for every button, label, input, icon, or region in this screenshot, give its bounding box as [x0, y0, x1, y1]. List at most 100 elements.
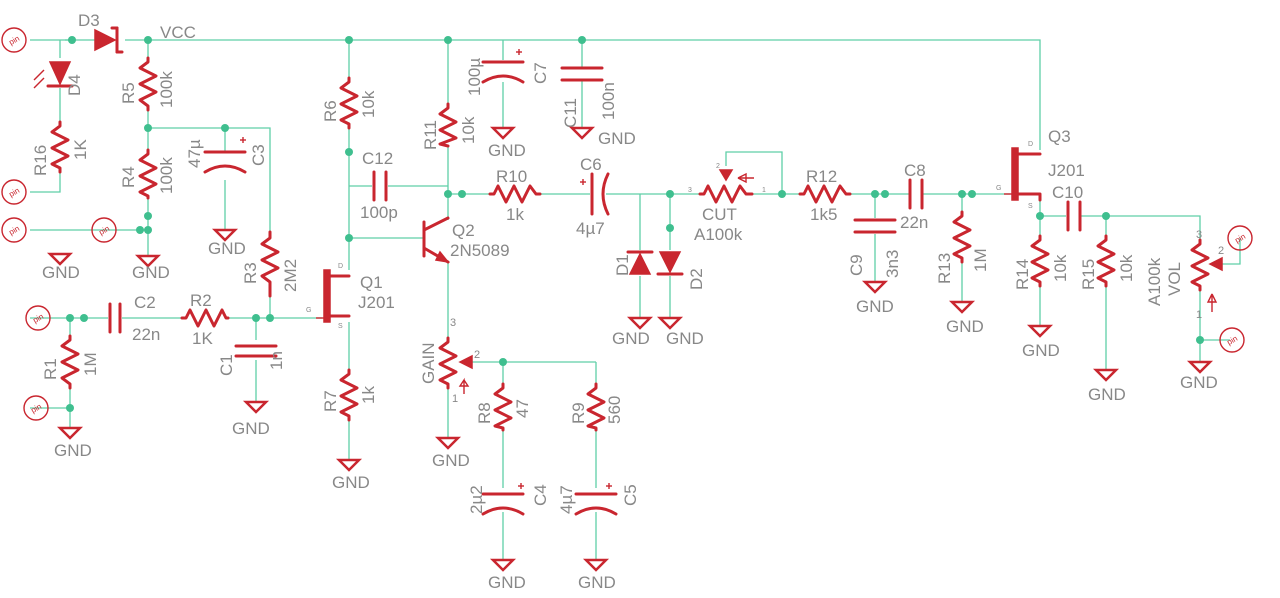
r16-ref: R16 [31, 145, 50, 176]
capacitor-c12[interactable]: C12 100p [360, 149, 398, 222]
led-d4[interactable]: D4 [33, 61, 84, 96]
c3-value: 47µ [185, 139, 204, 168]
resistor-r14[interactable]: R14 10k [1013, 234, 1070, 290]
q3-drain-pin: D [1028, 141, 1033, 148]
pin-label: pin [1233, 232, 1247, 245]
capacitor-c4[interactable]: C4 2µ2 [467, 483, 550, 516]
resistor-r5[interactable]: R5 100k [119, 56, 176, 112]
c12-value: 100p [360, 203, 398, 222]
q1-value: J201 [358, 293, 395, 312]
r1-value: 1M [81, 352, 100, 376]
d3-ref: D3 [78, 11, 100, 30]
r3-ref: R3 [241, 262, 260, 284]
ground-symbol: GND [1180, 360, 1218, 392]
c9-ref: C9 [847, 254, 866, 276]
resistor-r11[interactable]: R11 10k [421, 102, 478, 150]
pin-connector[interactable]: pin [1, 217, 27, 243]
resistor-r4[interactable]: R4 100k [119, 148, 176, 200]
r5-value: 100k [157, 71, 176, 108]
resistor-r15[interactable]: R15 10k [1079, 234, 1136, 290]
resistor-r1[interactable]: R1 1M [41, 334, 100, 390]
pin-label: pin [1225, 334, 1239, 347]
ground-symbol: GND [488, 126, 526, 160]
transistor-q1[interactable]: D S G Q1 J201 [306, 263, 395, 330]
d2-ref: D2 [687, 268, 706, 290]
resistor-r13[interactable]: R13 1M [935, 210, 990, 284]
r16-value: 1K [71, 139, 90, 160]
capacitor-c7[interactable]: C7 100µ [465, 49, 550, 96]
capacitor-c5[interactable]: C5 4µ7 [557, 483, 640, 516]
r14-ref: R14 [1013, 259, 1032, 290]
capacitor-c10[interactable]: C10 [1052, 183, 1083, 232]
resistor-r9[interactable]: R9 560 [569, 382, 624, 432]
ground-symbol: GND [1088, 368, 1126, 404]
cut-pin-3: 3 [688, 187, 692, 194]
gnd-label: GND [54, 441, 92, 460]
c6-value: 4µ7 [576, 219, 605, 238]
diode-d3[interactable]: D3 [78, 11, 124, 54]
capacitor-c8[interactable]: C8 22n [900, 161, 928, 232]
ground-symbol: GND [488, 558, 526, 592]
c5-value: 4µ7 [557, 485, 576, 514]
vol-ref: VOL [1165, 262, 1184, 296]
r8-ref: R8 [475, 402, 494, 424]
cut-pin-1: 1 [762, 187, 766, 194]
ground-symbol: GND [656, 316, 704, 348]
transistor-q3[interactable]: D S G Q3 J201 [996, 127, 1085, 210]
gnd-label: GND [666, 329, 704, 348]
c12-ref: C12 [362, 149, 393, 168]
r7-value: 1k [359, 386, 378, 404]
resistor-r16[interactable]: R16 1K [31, 120, 90, 176]
pin-connector[interactable]: pin [1, 179, 27, 205]
resistor-r10[interactable]: R10 1k [488, 167, 542, 224]
ground-symbol: GND [612, 316, 654, 348]
r4-value: 100k [157, 157, 176, 194]
r12-ref: R12 [806, 167, 837, 186]
capacitor-c3[interactable]: C3 47µ [185, 137, 268, 174]
r12-value: 1k5 [810, 205, 837, 224]
c11-ref: C11 [561, 98, 580, 128]
diode-d2[interactable]: D2 [656, 251, 706, 290]
r15-ref: R15 [1079, 259, 1098, 290]
q2-ref: Q2 [452, 221, 475, 240]
capacitor-c9[interactable]: C9 3n3 [847, 218, 902, 278]
q1-gate-pin: G [306, 307, 311, 314]
resistor-r3[interactable]: R3 2M2 [241, 230, 300, 298]
resistor-r8[interactable]: R8 47 [475, 382, 532, 432]
r9-value: 560 [605, 396, 624, 424]
capacitor-c2[interactable]: C2 22n [108, 293, 160, 344]
c3-ref: C3 [249, 144, 268, 166]
resistor-r12[interactable]: R12 1k5 [798, 167, 852, 224]
r2-value: 1K [192, 329, 213, 348]
c1-ref: C1 [217, 354, 236, 376]
pin-connector[interactable]: pin [1, 27, 27, 53]
vcc-label: VCC [160, 23, 196, 42]
gain-ref: GAIN [419, 342, 438, 384]
gnd-label: GND [432, 451, 470, 470]
capacitor-c6[interactable]: C6 4µ7 [576, 155, 610, 238]
pin-label: pin [31, 312, 45, 325]
r15-value: 10k [1117, 254, 1136, 282]
transistor-q2[interactable]: Q2 2N5089 [422, 216, 510, 264]
resistor-r2[interactable]: R2 1K [180, 291, 230, 348]
c6-ref: C6 [580, 155, 602, 174]
gnd-label: GND [612, 329, 650, 348]
potentiometer-gain[interactable]: 3 2 1 GAIN [419, 317, 480, 405]
resistor-r6[interactable]: R6 10k [321, 76, 378, 130]
resistor-r7[interactable]: R7 1k [321, 368, 378, 422]
r3-value: 2M2 [281, 259, 300, 292]
cut-value: A100k [694, 225, 743, 244]
vol-pin-3: 3 [1196, 229, 1202, 241]
r7-ref: R7 [321, 390, 340, 412]
d1-ref: D1 [613, 254, 632, 276]
potentiometer-vol[interactable]: 3 2 1 A100k VOL [1145, 229, 1224, 321]
c2-value: 22n [132, 325, 160, 344]
r6-ref: R6 [321, 100, 340, 122]
potentiometer-cut[interactable]: 3 2 1 CUT A100k [688, 163, 766, 244]
c8-value: 22n [900, 213, 928, 232]
gnd-label: GND [332, 473, 370, 492]
capacitor-c11[interactable]: C11 100n [560, 66, 618, 128]
diode-d1[interactable]: D1 [613, 250, 654, 276]
capacitor-c1[interactable]: C1 1n [217, 344, 286, 376]
